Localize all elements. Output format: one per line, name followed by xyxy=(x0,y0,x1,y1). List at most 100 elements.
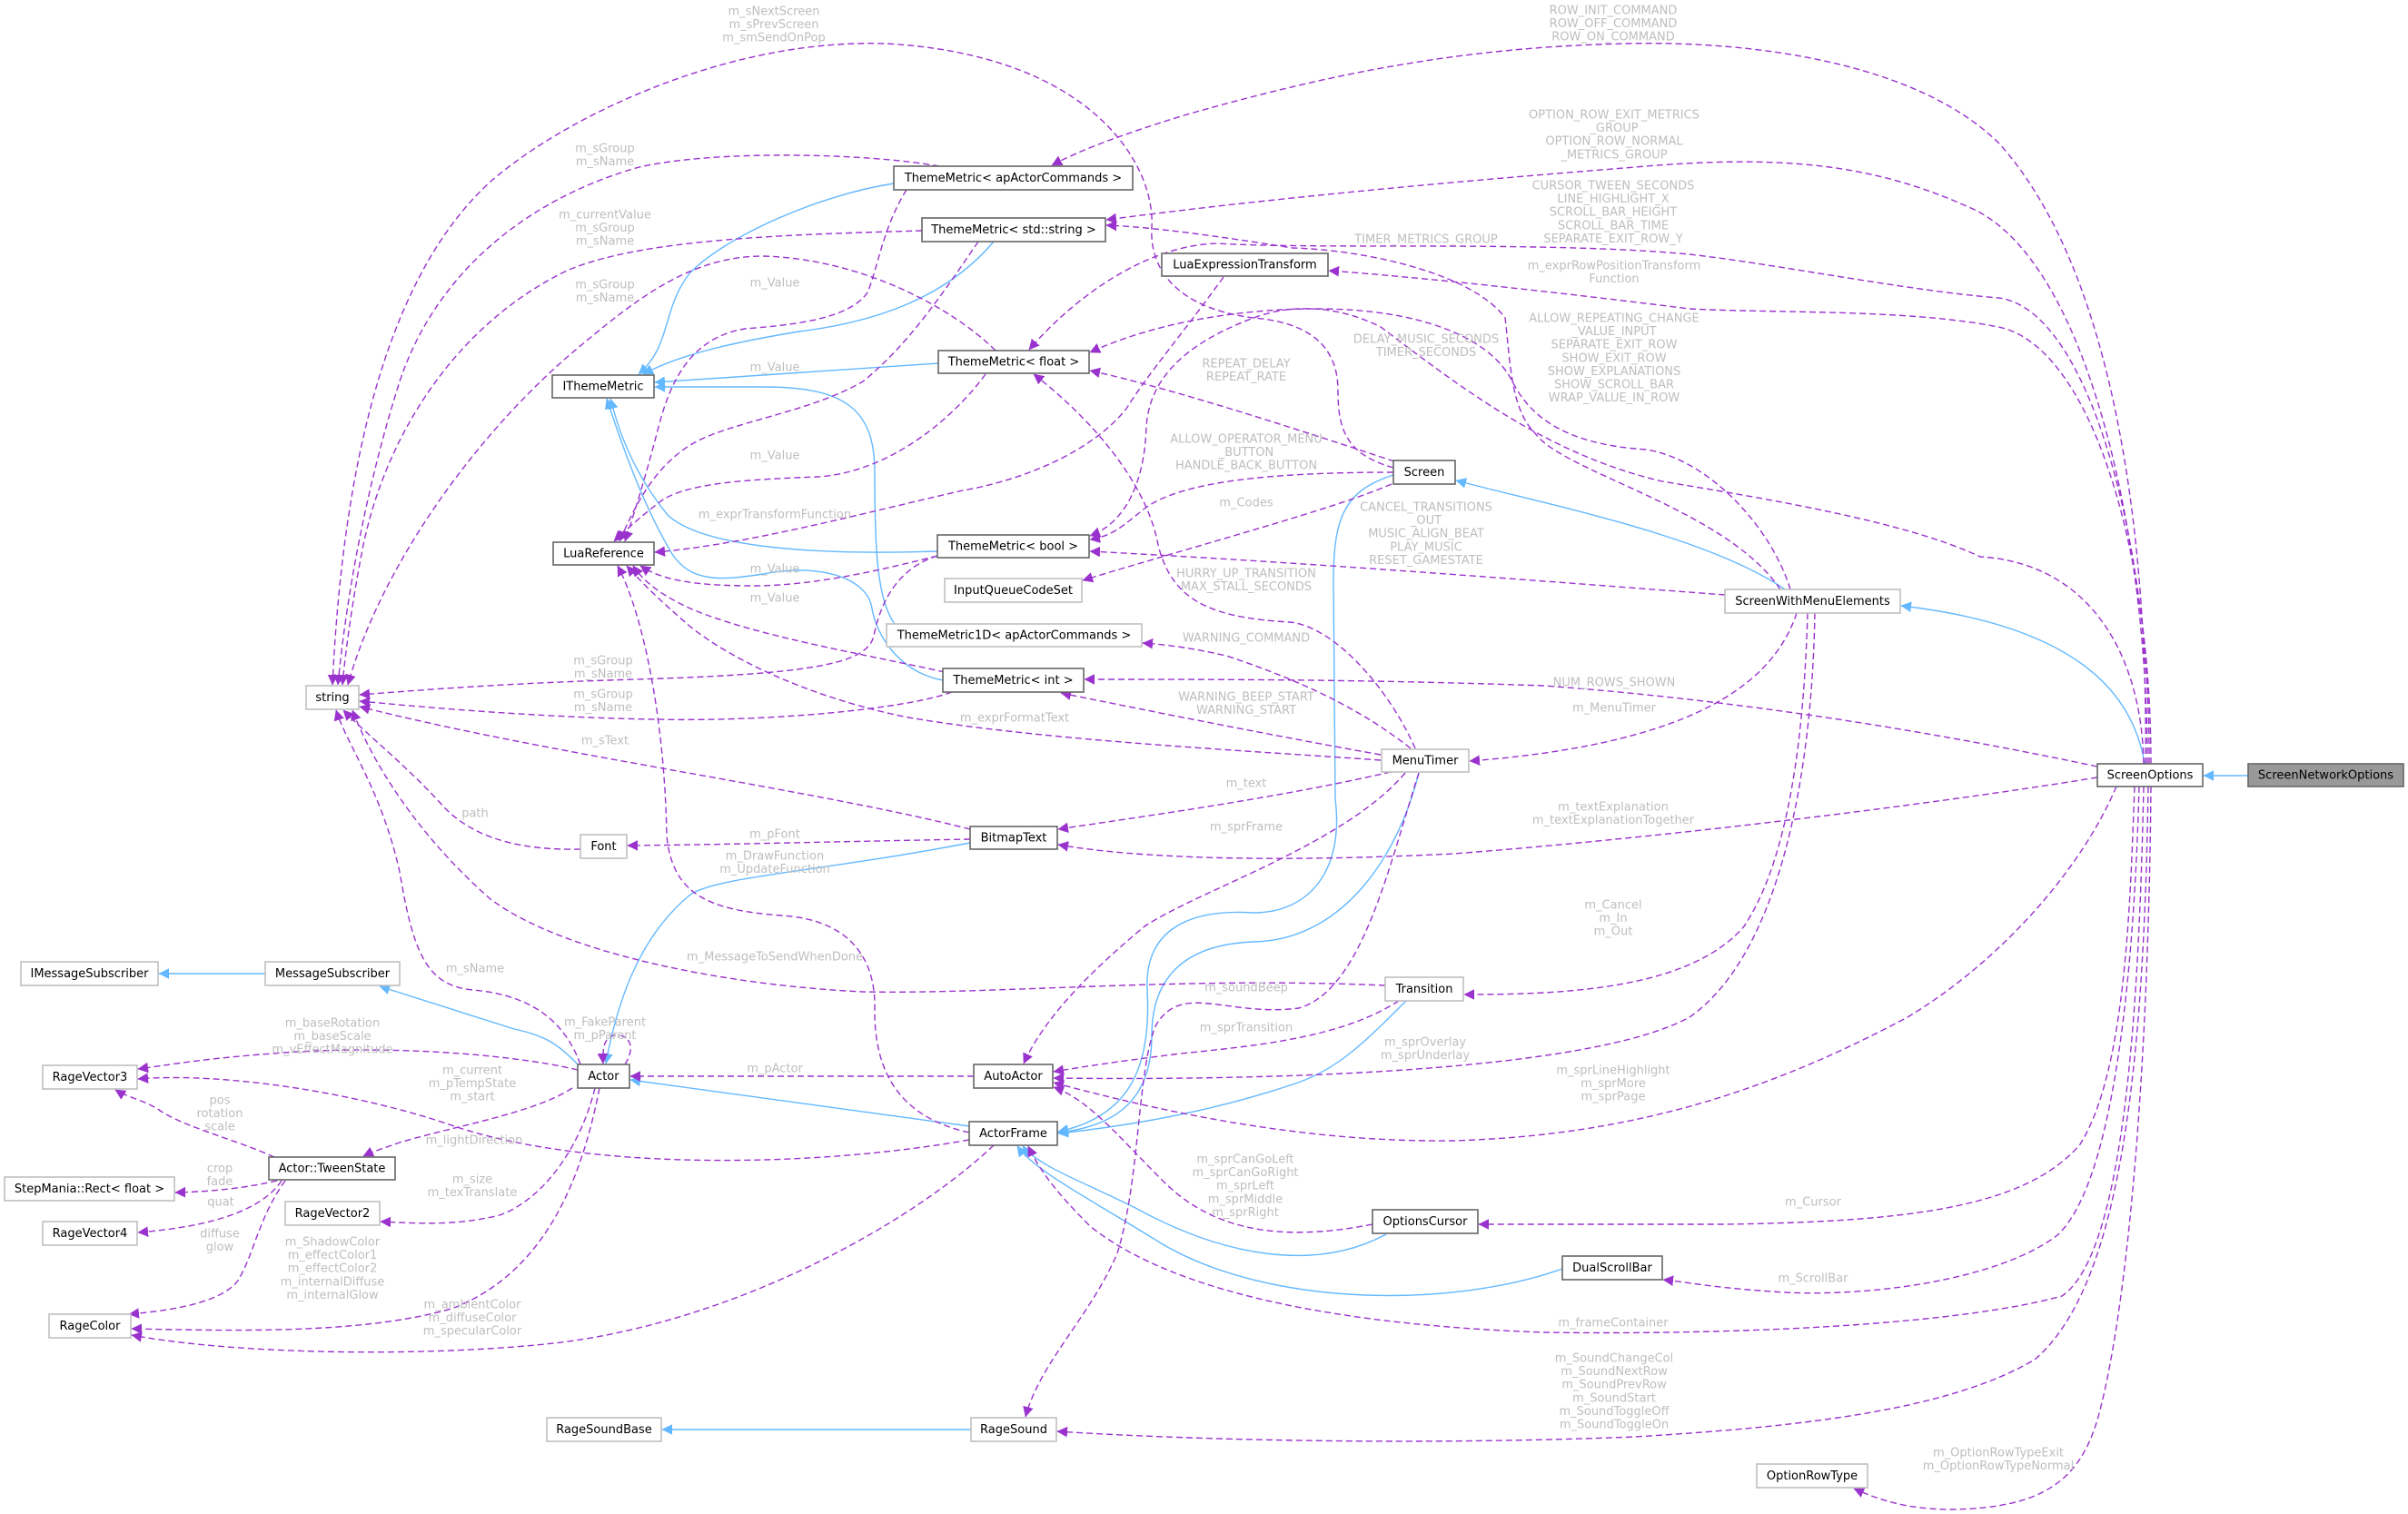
node-box[interactable] xyxy=(973,1064,1054,1089)
edge-label-line: m_SoundToggleOff xyxy=(1559,1405,1670,1419)
edge-label-line: WARNING_COMMAND xyxy=(1183,632,1310,646)
edge-label-screen-with-menu-elements-to-theme-metric-bool: CANCEL_TRANSITIONS_OUTMUSIC_ALIGN_BEATPL… xyxy=(1360,501,1492,568)
edge-label-line: m_smSendOnPop xyxy=(722,32,825,45)
edge-label-line: m_sprMore xyxy=(1581,1077,1646,1091)
edge-label-line: WRAP_VALUE_IN_ROW xyxy=(1549,391,1680,405)
edge-label-line: m_sText xyxy=(581,735,629,748)
edge-label-screen-options-to-rage-sound: m_SoundChangeColm_SoundNextRowm_SoundPre… xyxy=(1555,1352,1674,1432)
node-theme-metric-bool[interactable]: ThemeMetric< bool > xyxy=(936,534,1090,559)
usage-edge-font-to-string xyxy=(342,709,581,850)
edge-label-screen-options-to-theme-metric-bool: ALLOW_REPEATING_CHANGE_VALUE_INPUTSEPARA… xyxy=(1529,312,1699,406)
node-label[interactable]: IThemeMetric xyxy=(562,381,643,394)
node-itheme-metric[interactable]: IThemeMetric xyxy=(551,374,655,399)
edge-label-line: m_pActor xyxy=(747,1063,803,1076)
usage-edge-actor-frame-to-rage-vector3 xyxy=(138,1078,970,1162)
node-label[interactable]: Actor::TweenState xyxy=(279,1163,386,1176)
usage-edge-menu-timer-to-theme-metric-float xyxy=(1034,373,1416,749)
node-box[interactable] xyxy=(1161,252,1329,277)
node-auto-actor[interactable]: AutoActor xyxy=(973,1064,1054,1089)
node-dual-scroll-bar[interactable]: DualScrollBar xyxy=(1561,1255,1663,1281)
node-box[interactable] xyxy=(1392,460,1456,485)
node-label[interactable]: ActorFrame xyxy=(979,1127,1047,1141)
node-box[interactable] xyxy=(969,826,1058,850)
node-box[interactable] xyxy=(1372,1209,1479,1234)
node-label[interactable]: DualScrollBar xyxy=(1572,1262,1652,1275)
node-screen-options[interactable]: ScreenOptions xyxy=(2096,763,2204,787)
node-actor-frame[interactable]: ActorFrame xyxy=(968,1121,1058,1146)
node-theme-metric-float[interactable]: ThemeMetric< float > xyxy=(937,350,1090,374)
edge-label-line: m_sprLineHighlight xyxy=(1556,1064,1670,1078)
node-box xyxy=(1756,1463,1868,1489)
node-box[interactable] xyxy=(1561,1255,1663,1281)
node-label[interactable]: OptionsCursor xyxy=(1383,1215,1469,1229)
usage-edge-screen-with-menu-elements-to-transition xyxy=(1464,612,1808,994)
node-box[interactable] xyxy=(936,534,1090,559)
node-box[interactable] xyxy=(552,541,655,566)
node-theme-metric-int[interactable]: ThemeMetric< int > xyxy=(942,668,1085,693)
edge-label-line: SCROLL_BAR_TIME xyxy=(1558,219,1669,233)
node-box xyxy=(42,1221,138,1246)
edge-label-line: m_sGroup xyxy=(573,655,633,668)
edge-label-line: m_currentValue xyxy=(559,209,651,223)
node-rage-vector3: RageVector3 xyxy=(42,1064,138,1090)
node-label[interactable]: Screen xyxy=(1404,466,1445,480)
node-box xyxy=(970,1417,1057,1442)
node-label: RageVector2 xyxy=(295,1207,371,1221)
node-box[interactable] xyxy=(942,668,1085,693)
usage-edge-theme-metric-bool-to-string xyxy=(360,555,938,695)
inheritance-edge-options-cursor-to-actor-frame xyxy=(1022,1145,1387,1257)
node-label[interactable]: ScreenOptions xyxy=(2107,769,2194,783)
node-label[interactable]: ThemeMetric< int > xyxy=(952,674,1073,688)
node-box[interactable] xyxy=(893,165,1134,191)
node-theme-metric-string[interactable]: ThemeMetric< std::string > xyxy=(921,217,1106,242)
node-box[interactable] xyxy=(2096,763,2204,787)
node-box[interactable] xyxy=(968,1121,1058,1146)
edge-label-line: m_SoundPrevRow xyxy=(1561,1379,1667,1392)
node-actor-tween-state[interactable]: Actor::TweenState xyxy=(268,1156,396,1181)
node-lua-reference[interactable]: LuaReference xyxy=(552,541,655,566)
node-screen[interactable]: Screen xyxy=(1392,460,1456,485)
node-box[interactable] xyxy=(551,374,655,399)
inheritance-edge-screen-options-to-screen-with-menu-elements xyxy=(1901,606,2145,765)
node-label[interactable]: Actor xyxy=(588,1070,619,1084)
node-theme-metric-apactorcommands[interactable]: ThemeMetric< apActorCommands > xyxy=(893,165,1134,191)
node-box[interactable] xyxy=(937,350,1090,374)
node-box[interactable] xyxy=(921,217,1106,242)
node-options-cursor[interactable]: OptionsCursor xyxy=(1372,1209,1479,1234)
edge-label-actor-tween-state-to-rage-vector4: quat xyxy=(207,1196,234,1210)
edge-label-line: m_sprRight xyxy=(1212,1206,1279,1220)
usage-edge-screen-options-to-option-row-type xyxy=(1854,786,2152,1510)
node-label[interactable]: LuaExpressionTransform xyxy=(1173,259,1316,272)
node-actor[interactable]: Actor xyxy=(577,1064,630,1089)
edge-label-line: m_sName xyxy=(574,701,632,715)
edge-label-line: m_exprFormatText xyxy=(960,712,1069,726)
node-lua-expression-transform[interactable]: LuaExpressionTransform xyxy=(1161,252,1329,277)
usage-edge-transition-to-auto-actor xyxy=(1054,1000,1400,1072)
edge-label-line: m_SoundNextRow xyxy=(1561,1365,1668,1379)
node-box[interactable] xyxy=(577,1064,630,1089)
edge-label-line: m_SoundToggleOn xyxy=(1560,1419,1669,1432)
node-label[interactable]: AutoActor xyxy=(984,1070,1043,1084)
node-label[interactable]: ThemeMetric< std::string > xyxy=(930,223,1096,237)
edge-label-line: m_sprTransition xyxy=(1200,1022,1293,1035)
node-label[interactable]: LuaReference xyxy=(563,548,644,561)
node-label[interactable]: BitmapText xyxy=(981,832,1047,846)
usage-edge-menu-timer-to-lua-reference xyxy=(626,565,1382,761)
usage-edge-actor-to-rage-vector2 xyxy=(381,1087,596,1223)
node-bitmap-text[interactable]: BitmapText xyxy=(969,826,1058,850)
usage-edge-options-cursor-to-auto-actor xyxy=(1054,1087,1373,1233)
node-label: RageColor xyxy=(60,1320,122,1333)
node-box[interactable] xyxy=(268,1156,396,1181)
edge-label-line: m_sName xyxy=(576,292,634,305)
node-message-subscriber: MessageSubscriber xyxy=(264,961,401,986)
edge-label-line: REPEAT_DELAY xyxy=(1202,358,1290,371)
node-label[interactable]: ThemeMetric< float > xyxy=(947,356,1080,370)
node-label[interactable]: ThemeMetric< bool > xyxy=(947,540,1078,554)
node-label: MessageSubscriber xyxy=(275,967,391,981)
usage-edge-theme-metric-string-to-lua-reference xyxy=(619,241,979,541)
node-label[interactable]: ThemeMetric< apActorCommands > xyxy=(904,172,1122,185)
